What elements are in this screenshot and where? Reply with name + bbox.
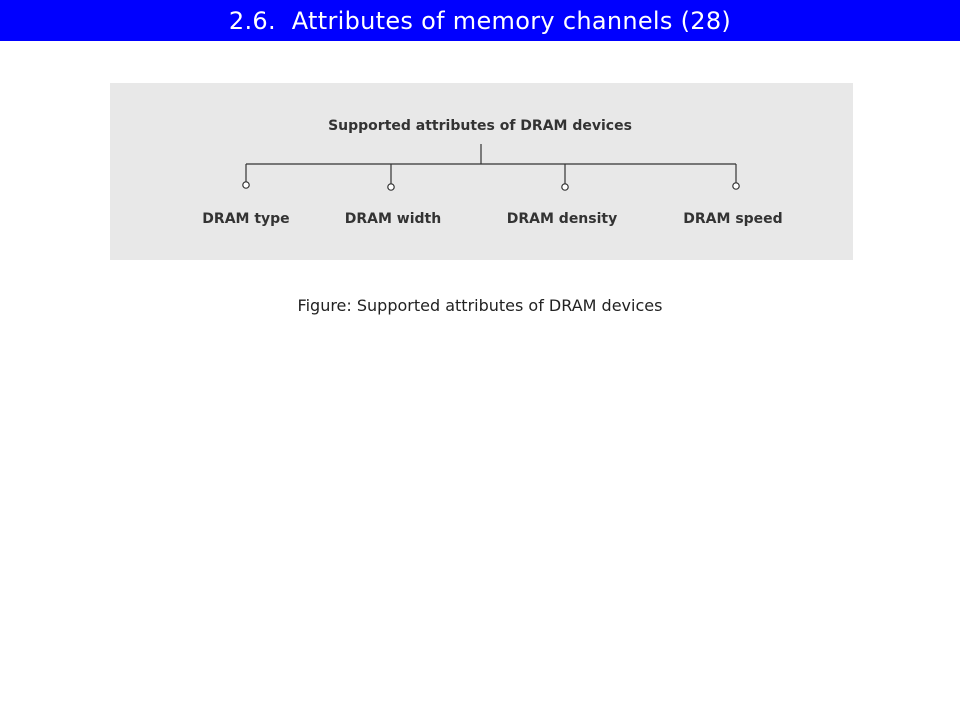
leaf-label-dram-type: DRAM type [202, 211, 289, 227]
attribute-tree-diagram: Supported attributes of DRAM devices DRA… [110, 83, 853, 260]
leaf-node: DRAM width [345, 164, 441, 227]
leaf-node: DRAM density [507, 164, 617, 227]
leaf-node-circle [561, 183, 569, 191]
leaf-label-dram-width: DRAM width [345, 211, 441, 227]
leaf-node: DRAM type [202, 164, 290, 227]
diagram-panel: Supported attributes of DRAM devices DRA… [110, 83, 853, 260]
diagram-background [110, 83, 853, 260]
leaf-node: DRAM speed [683, 164, 783, 227]
leaf-label-dram-speed: DRAM speed [683, 211, 782, 227]
title-bar: 2.6. Attributes of memory channels (28) [0, 0, 960, 41]
leaf-node-circle [732, 182, 740, 190]
diagram-root-label: Supported attributes of DRAM devices [328, 118, 632, 134]
figure-caption: Figure: Supported attributes of DRAM dev… [297, 296, 663, 315]
leaf-node-circle [387, 183, 395, 191]
slide-title: 2.6. Attributes of memory channels (28) [228, 6, 732, 35]
leaf-label-dram-density: DRAM density [507, 211, 617, 227]
leaf-node-circle [242, 181, 250, 189]
